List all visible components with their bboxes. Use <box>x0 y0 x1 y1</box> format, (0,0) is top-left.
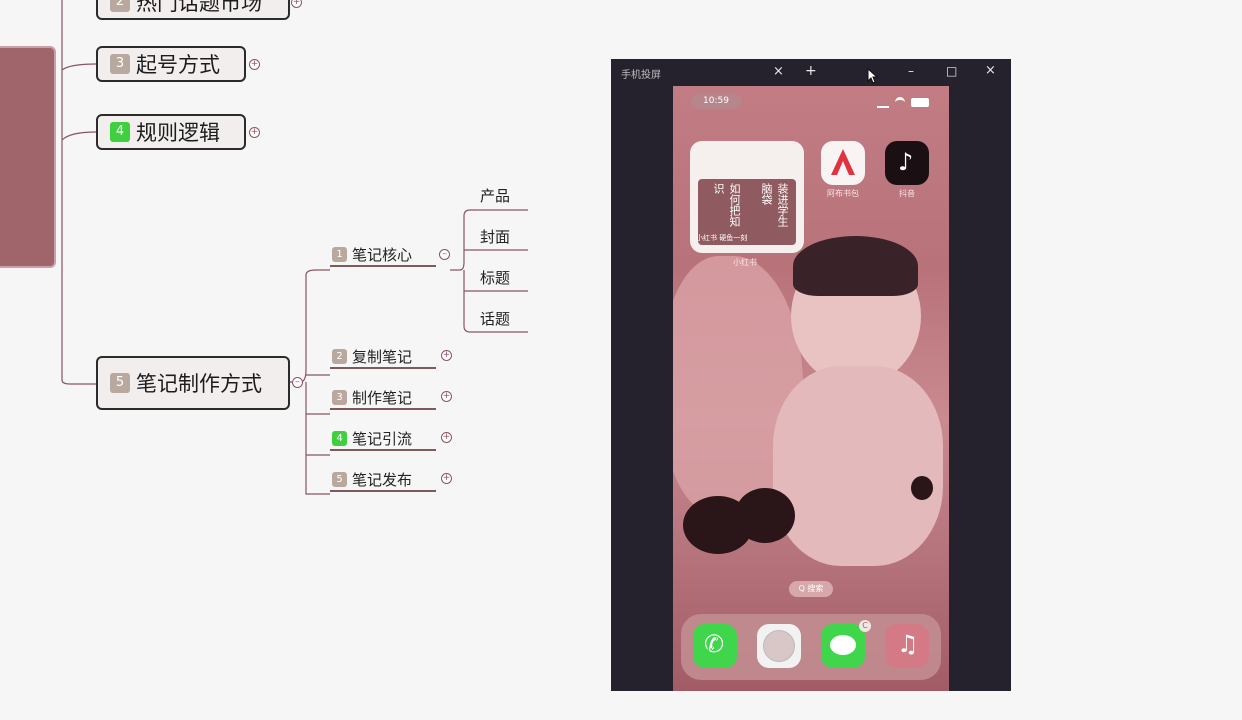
xiaohongshu-widget[interactable]: 如何把知识 装进学生脑袋 小红书 硬鱼一刻 <box>690 141 804 253</box>
node-number-badge: 4 <box>332 430 347 446</box>
node-number-badge: 3 <box>110 54 130 74</box>
widget-caption: 小红书 硬鱼一刻 <box>696 234 748 242</box>
mindmap-child-note-traffic[interactable]: 4 笔记引流 <box>330 427 436 451</box>
phone-mirror-window: 手机投屏 × + – □ × 10:59 如何把知识 装进学生脑袋 小红书 硬鱼… <box>611 59 1011 691</box>
mindmap-child-note-publish[interactable]: 5 笔记发布 <box>330 468 436 492</box>
close-tab-button[interactable]: × <box>773 64 784 79</box>
expand-toggle-icon[interactable]: + <box>291 0 302 8</box>
collapse-toggle-icon[interactable]: – <box>292 377 303 388</box>
node-label: 笔记核心 <box>352 245 413 264</box>
book-spine-right: 装进学生脑袋 <box>760 183 789 227</box>
node-label: 起号方式 <box>136 53 220 77</box>
node-number-badge: 5 <box>332 471 347 487</box>
mindmap-leaf-title[interactable]: 标题 <box>480 268 511 287</box>
expand-toggle-icon[interactable]: + <box>249 127 260 138</box>
app-label-douyin: 抖音 <box>899 189 915 198</box>
book-spine-left: 如何把知识 <box>712 183 741 227</box>
add-tab-button[interactable]: + <box>805 63 817 79</box>
node-label: 制作笔记 <box>352 388 413 407</box>
expand-toggle-icon[interactable]: + <box>249 59 260 70</box>
node-label: 笔记引流 <box>352 429 413 448</box>
node-label: 复制笔记 <box>352 347 413 366</box>
close-window-button[interactable]: × <box>985 63 996 78</box>
triangle-logo-icon <box>831 149 855 175</box>
mindmap-node-note-making[interactable]: 5 笔记制作方式 <box>96 356 290 410</box>
sidebar-panel <box>0 46 56 268</box>
window-title: 手机投屏 <box>621 70 661 81</box>
collapse-toggle-icon[interactable]: – <box>439 249 450 260</box>
music-note-icon: ♫ <box>897 630 919 658</box>
mindmap-leaf-product[interactable]: 产品 <box>480 186 511 205</box>
node-label: 规则逻辑 <box>136 121 220 145</box>
node-number-badge: 4 <box>110 122 130 142</box>
minimize-button[interactable]: – <box>908 64 914 78</box>
phone-screen[interactable]: 10:59 如何把知识 装进学生脑袋 小红书 硬鱼一刻 小红书 阿布书包 ♪ 抖… <box>673 86 949 691</box>
app-icon-abu[interactable] <box>821 141 865 185</box>
mindmap-leaf-cover[interactable]: 封面 <box>480 227 511 246</box>
safari-app-icon[interactable] <box>757 624 801 668</box>
compass-icon <box>763 630 795 662</box>
window-titlebar: 手机投屏 × + – □ × <box>611 59 1011 86</box>
mindmap-node-rules-logic[interactable]: 4 规则逻辑 <box>96 114 246 150</box>
message-badge: C <box>859 620 871 632</box>
mouse-cursor-icon <box>867 68 879 84</box>
mindmap-child-make-notes[interactable]: 3 制作笔记 <box>330 386 436 410</box>
wifi-icon <box>895 97 905 108</box>
node-label: 笔记制作方式 <box>136 372 262 396</box>
phone-handset-icon: ✆ <box>704 630 725 658</box>
expand-toggle-icon[interactable]: + <box>441 350 452 361</box>
expand-toggle-icon[interactable]: + <box>441 391 452 402</box>
node-label: 笔记发布 <box>352 470 413 489</box>
widget-label: 小红书 <box>733 258 757 267</box>
mindmap-node-account-setup[interactable]: 3 起号方式 <box>96 46 246 82</box>
mindmap-leaf-topic[interactable]: 话题 <box>480 309 511 328</box>
signal-icon <box>877 98 889 108</box>
node-number-badge: 5 <box>110 373 130 393</box>
mindmap-connectors <box>61 0 528 495</box>
node-number-badge: 2 <box>332 348 347 364</box>
node-number-badge: 1 <box>332 246 347 262</box>
mindmap-child-note-core[interactable]: 1 笔记核心 <box>330 243 436 267</box>
mindmap-child-copy-notes[interactable]: 2 复制笔记 <box>330 345 436 369</box>
battery-icon <box>911 98 929 107</box>
maximize-button[interactable]: □ <box>946 64 958 78</box>
app-label-abu: 阿布书包 <box>827 189 859 198</box>
phone-app-icon[interactable]: ✆ <box>693 624 737 668</box>
mindmap-node-hot-topics[interactable]: 2 热门话题市场 <box>96 0 290 20</box>
node-label: 热门话题市场 <box>136 0 262 15</box>
chat-bubble-icon <box>830 635 856 655</box>
app-icon-douyin[interactable]: ♪ <box>885 141 929 185</box>
expand-toggle-icon[interactable]: + <box>441 473 452 484</box>
home-search-pill[interactable]: Q 搜索 <box>789 581 833 597</box>
messages-app-icon[interactable] <box>821 624 865 668</box>
status-time: 10:59 <box>691 94 741 109</box>
expand-toggle-icon[interactable]: + <box>441 432 452 443</box>
book-illustration <box>698 179 796 245</box>
music-app-icon[interactable]: ♫ <box>885 624 929 668</box>
node-number-badge: 2 <box>110 0 130 12</box>
node-number-badge: 3 <box>332 389 347 405</box>
douyin-note-icon: ♪ <box>898 148 914 176</box>
wallpaper-photo <box>673 86 949 691</box>
